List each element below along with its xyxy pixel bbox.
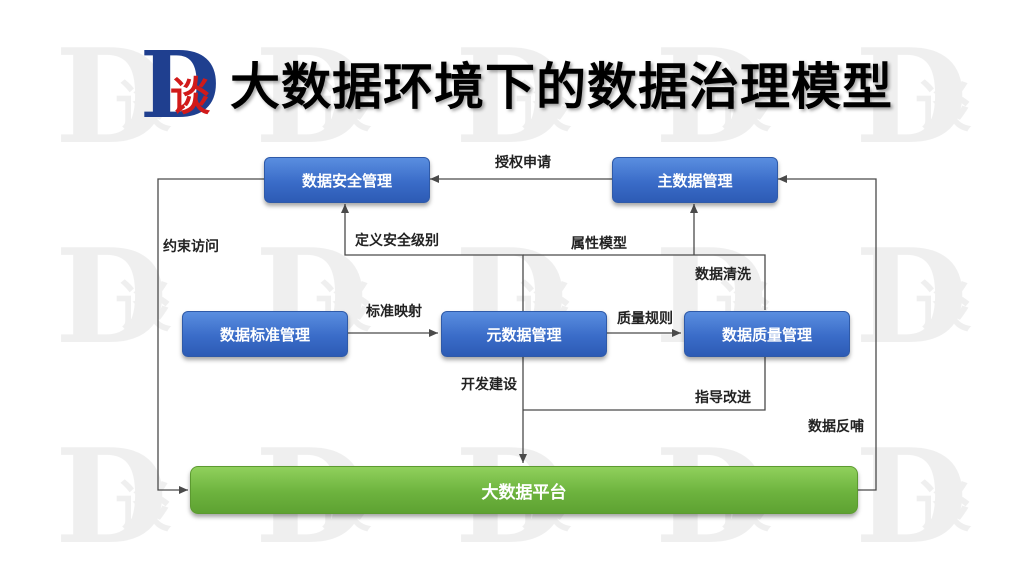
watermark-letter: D [655,20,768,173]
node-master-data: 主数据管理 [612,157,778,203]
watermark-char: 谈 [115,75,171,140]
watermark-letter: D [855,420,968,573]
logo-letter: D [140,31,220,139]
label-define-security: 定义安全级别 [355,233,439,249]
watermark-letter: D [55,20,168,173]
watermark-letter: D [855,220,968,373]
logo-char: 谈 [170,74,210,120]
label-data-cleaning: 数据清洗 [695,267,751,283]
label-data-feedback: 数据反哺 [808,419,864,435]
watermark-char: 谈 [915,275,971,340]
label-guide-improve: 指导改进 [695,390,751,406]
watermark-char: 谈 [715,75,771,140]
node-data-standard: 数据标准管理 [182,311,348,357]
logo: D 谈 [140,39,220,131]
label-dev-build: 开发建设 [461,377,517,393]
page-title: 大数据环境下的数据治理模型 [230,58,893,116]
edge-data-feedback [778,175,877,491]
watermark-char: 谈 [115,475,171,540]
edge-constrain-access [157,178,264,494]
node-big-data-platform: 大数据平台 [190,466,858,514]
edge-attribute-model [523,254,766,310]
label-attribute-model: 属性模型 [571,236,627,252]
label-standard-mapping: 标准映射 [366,304,422,320]
edge-define-security [341,204,524,335]
label-quality-rules: 质量规则 [617,311,673,327]
watermark-char: 谈 [115,275,171,340]
node-data-security: 数据安全管理 [264,157,430,203]
node-data-quality: 数据质量管理 [684,311,850,357]
watermark-char: 谈 [915,75,971,140]
edge-guide-improve [523,356,766,411]
watermark-letter: D [855,20,968,173]
label-constrain-access: 约束访问 [163,239,219,255]
node-metadata: 元数据管理 [441,311,607,357]
watermark-letter: D [255,20,368,173]
watermark-char: 谈 [915,475,971,540]
watermark-letter: D [455,20,568,173]
label-authorize: 授权申请 [495,155,551,171]
watermark-char: 谈 [515,75,571,140]
watermark-letter: D [55,420,168,573]
watermark-letter: D [55,220,168,373]
watermark-char: 谈 [315,75,371,140]
